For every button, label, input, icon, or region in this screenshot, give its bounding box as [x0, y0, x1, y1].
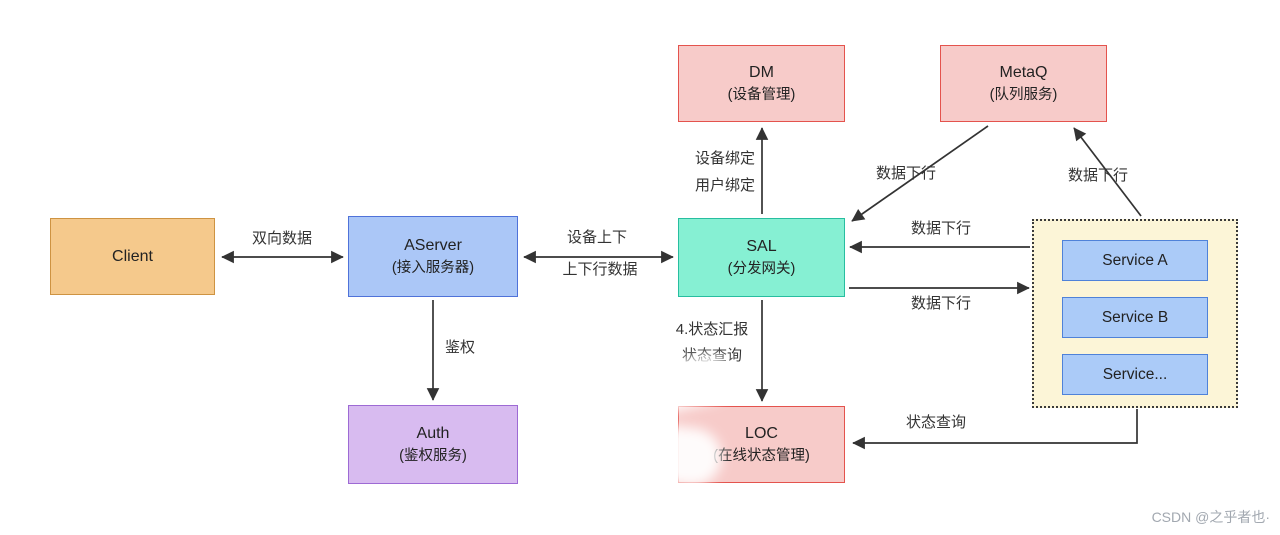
- node-sal-title: SAL: [746, 237, 777, 255]
- node-aserver-title: AServer: [404, 236, 462, 254]
- service-item-a-label: Service A: [1102, 251, 1168, 269]
- node-sal: SAL (分发网关): [678, 218, 845, 297]
- node-client: Client: [50, 218, 215, 295]
- edge-label-sal-loc-line1: 4.状态汇报: [675, 321, 749, 338]
- node-aserver-subtitle: (接入服务器): [391, 259, 475, 276]
- edge-label-aserver-auth: 鉴权: [445, 339, 476, 356]
- edge-label-metaq-sal: 数据下行: [875, 165, 936, 182]
- edge-label-sal-dm-line2: 用户绑定: [694, 177, 755, 194]
- node-dm-subtitle: (设备管理): [727, 86, 796, 103]
- edge-label-sal-dm-line1: 设备绑定: [694, 150, 755, 167]
- edge-label-services-sal: 数据下行: [910, 220, 971, 237]
- edge-label-aserver-sal-line2: 上下行数据: [562, 261, 638, 278]
- node-loc: LOC (在线状态管理): [678, 406, 845, 483]
- node-auth-title: Auth: [416, 424, 450, 442]
- edge-label-aserver-sal-line1: 设备上下: [566, 229, 627, 246]
- node-sal-subtitle: (分发网关): [727, 260, 796, 277]
- node-metaq-title: MetaQ: [999, 63, 1048, 81]
- node-loc-title: LOC: [745, 424, 778, 442]
- service-item-b: Service B: [1062, 297, 1208, 338]
- service-item-more: Service...: [1062, 354, 1208, 395]
- service-item-b-label: Service B: [1101, 308, 1169, 326]
- node-auth-subtitle: (鉴权服务): [399, 447, 467, 464]
- node-aserver: AServer (接入服务器): [348, 216, 518, 297]
- edge-label-sal-services: 数据下行: [910, 295, 971, 312]
- node-client-title: Client: [112, 247, 153, 265]
- node-metaq: MetaQ (队列服务): [940, 45, 1107, 122]
- edge-label-services-metaq: 数据下行: [1067, 167, 1128, 184]
- service-item-more-label: Service...: [1102, 365, 1168, 383]
- node-auth: Auth (鉴权服务): [348, 405, 518, 484]
- watermark: CSDN @之乎者也·: [1151, 509, 1270, 525]
- node-metaq-subtitle: (队列服务): [989, 86, 1058, 103]
- node-dm: DM (设备管理): [678, 45, 845, 122]
- node-loc-subtitle: (在线状态管理): [713, 447, 810, 464]
- edge-label-sal-loc-line2: 状态查询: [681, 347, 742, 364]
- edge-label-services-loc: 状态查询: [905, 414, 966, 431]
- service-item-a: Service A: [1062, 240, 1208, 281]
- edge-label-client-aserver: 双向数据: [251, 230, 312, 247]
- services-container: Service A Service B Service...: [1032, 219, 1238, 408]
- node-dm-title: DM: [749, 63, 774, 81]
